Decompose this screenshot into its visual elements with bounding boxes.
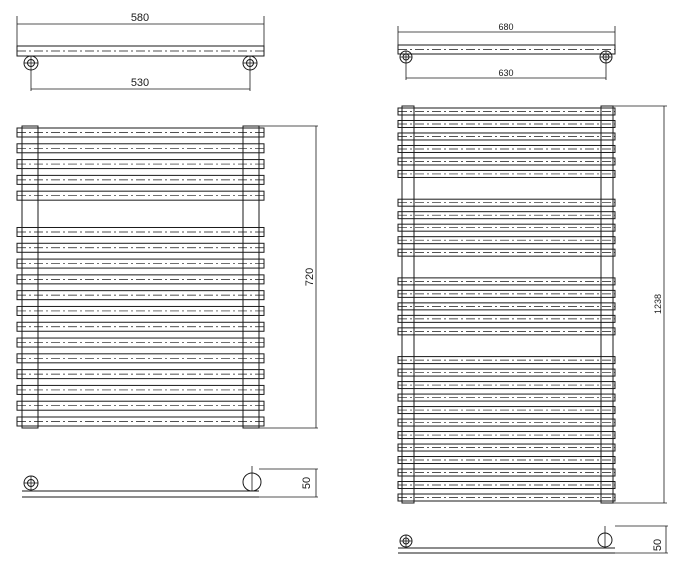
small-overall-width-label: 580 bbox=[131, 12, 149, 24]
large-bottom-valve-icon bbox=[399, 534, 413, 548]
large-left-valve-icon bbox=[399, 50, 413, 64]
large-depth-label: 50 bbox=[652, 539, 664, 551]
small-rails bbox=[16, 127, 265, 427]
small-radiator: 580 530 bbox=[16, 12, 318, 498]
large-top-view: 680 630 bbox=[397, 22, 616, 80]
small-depth-label: 50 bbox=[301, 477, 313, 489]
large-rails bbox=[397, 107, 616, 502]
small-pipe-centres-label: 530 bbox=[131, 77, 149, 89]
large-right-valve-icon bbox=[599, 50, 613, 64]
small-bottom-valve-icon bbox=[23, 475, 39, 491]
large-overall-width-label: 680 bbox=[498, 22, 513, 32]
small-bottom-view: 50 bbox=[22, 466, 318, 498]
small-left-column bbox=[21, 125, 39, 429]
small-bottom-pipe-icon bbox=[242, 466, 262, 492]
large-front-view: 1238 bbox=[397, 105, 667, 504]
large-right-column bbox=[600, 105, 614, 504]
small-top-view: 580 530 bbox=[16, 12, 265, 91]
large-bottom-pipe-icon bbox=[597, 526, 613, 548]
large-radiator: 680 630 bbox=[397, 22, 668, 554]
large-pipe-centres-label: 630 bbox=[498, 68, 513, 78]
large-height-label: 1238 bbox=[653, 294, 663, 314]
large-bottom-view: 50 bbox=[398, 525, 668, 554]
small-front-view: 720 bbox=[16, 125, 318, 429]
small-right-column bbox=[242, 125, 260, 429]
small-height-label: 720 bbox=[304, 268, 316, 286]
large-left-column bbox=[401, 105, 415, 504]
small-right-valve-icon bbox=[242, 55, 258, 71]
small-left-valve-icon bbox=[23, 55, 39, 71]
